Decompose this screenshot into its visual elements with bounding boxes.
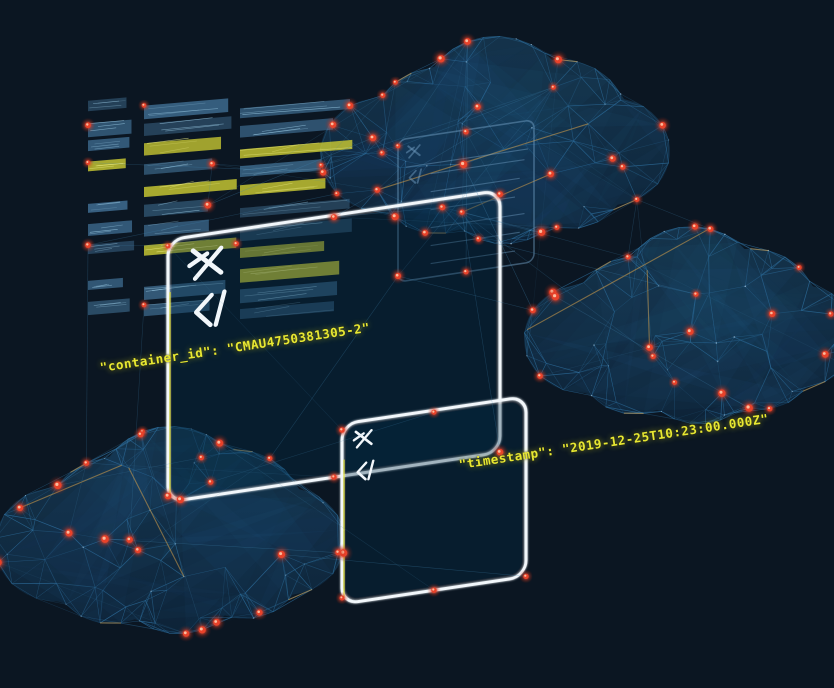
node-group xyxy=(0,32,834,642)
code-bracket-icon[interactable] xyxy=(408,168,423,184)
cloud-top xyxy=(320,36,670,245)
code-bracket-icon[interactable] xyxy=(193,289,227,328)
code-bracket-icon[interactable] xyxy=(356,459,375,481)
close-x-icon[interactable] xyxy=(405,144,421,159)
close-x-icon[interactable] xyxy=(352,429,373,449)
window-group xyxy=(166,119,535,604)
close-x-icon[interactable] xyxy=(187,245,224,281)
window-small[interactable] xyxy=(340,397,528,604)
scene-connection-lines xyxy=(0,41,826,634)
